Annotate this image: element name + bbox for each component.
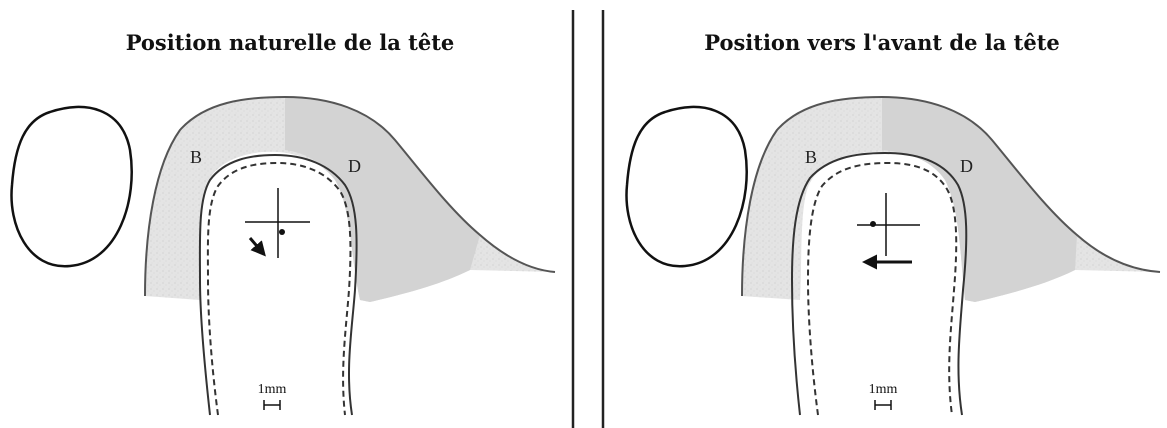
center-point <box>870 221 876 227</box>
head-contour <box>790 151 968 416</box>
articular-tissue-darker <box>285 97 480 302</box>
label-d: D <box>960 156 973 176</box>
condyle-outline <box>10 105 133 268</box>
head-contour-dashed <box>206 161 352 416</box>
panel-forward-position: Position vers l'avant de la tête B D 1mm <box>625 30 1161 416</box>
displacement-arrow <box>248 237 266 257</box>
center-point <box>279 229 285 235</box>
scale-bar <box>263 400 281 410</box>
panel-title: Position vers l'avant de la tête <box>704 30 1060 55</box>
head-contour-dashed <box>806 161 958 416</box>
panel-natural-position: Position naturelle de la tête B D 1mm <box>10 30 556 416</box>
panel-title: Position naturelle de la tête <box>126 30 455 55</box>
condyle-outline <box>625 105 748 268</box>
articular-tissue-darker <box>882 97 1077 302</box>
head-contour <box>198 153 358 416</box>
fossa-outline <box>741 95 1161 297</box>
label-d: D <box>348 156 361 176</box>
scale-label: 1mm <box>869 382 898 397</box>
label-b: B <box>190 147 202 167</box>
scale-label: 1mm <box>258 382 287 397</box>
fossa-outline <box>144 95 556 297</box>
scale-bar <box>874 400 892 410</box>
label-b: B <box>805 147 817 167</box>
